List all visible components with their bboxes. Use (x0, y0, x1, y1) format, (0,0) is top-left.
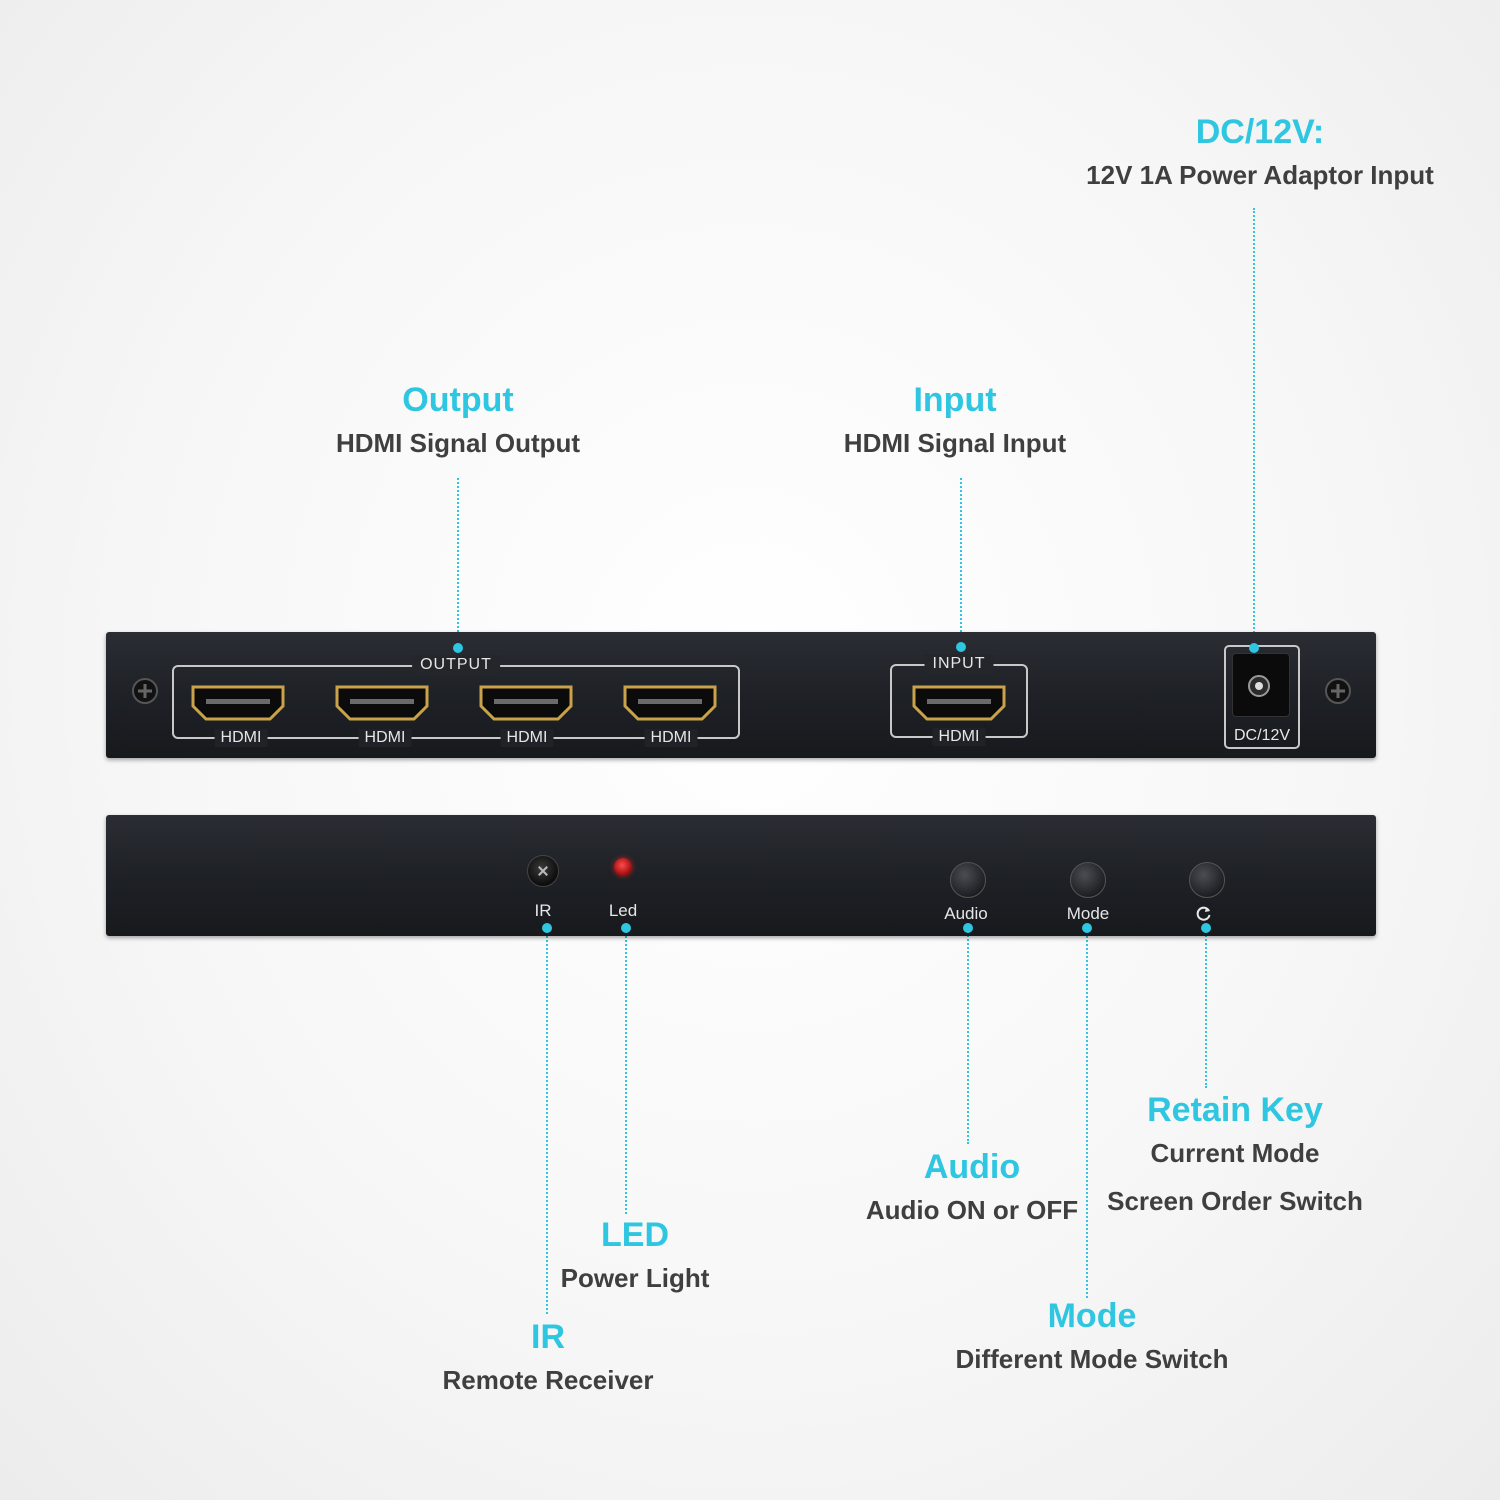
audio-leader-line (967, 928, 969, 1144)
hdmi-output-port-1[interactable] (190, 684, 286, 722)
hdmi-output-label-1: HDMI (214, 729, 268, 747)
ir-callout-desc: Remote Receiver (442, 1365, 654, 1395)
led-callout-desc: Power Light (560, 1263, 710, 1293)
output-group-frame: OUTPUT (172, 655, 740, 739)
retain-key-callout-desc-2: Screen Order Switch (1107, 1186, 1363, 1216)
dc-callout-title: DC/12V: (1195, 113, 1325, 151)
led-callout: LED Power Light (561, 1215, 710, 1295)
hdmi-output-label-2: HDMI (358, 729, 412, 747)
retain-key-leader-line (1205, 928, 1207, 1088)
led-label: Led (608, 901, 638, 920)
hdmi-output-port-2[interactable] (334, 684, 430, 722)
dc-callout-desc: 12V 1A Power Adaptor Input (1086, 160, 1434, 190)
output-callout-title: Output (402, 381, 514, 419)
mode-button[interactable] (1070, 862, 1106, 898)
ir-label: IR (534, 901, 552, 920)
retain-key-callout-title: Retain Key (1147, 1091, 1323, 1129)
front-panel (106, 815, 1376, 936)
input-group-title: INPUT (924, 654, 994, 674)
retain-key-callout: Retain Key Current Mode Screen Order Swi… (1107, 1090, 1363, 1218)
input-leader-line (960, 478, 962, 648)
ir-leader-dot (542, 923, 552, 933)
hdmi-input-port[interactable] (911, 684, 1007, 722)
audio-callout-title: Audio (923, 1148, 1021, 1186)
input-callout-title: Input (913, 381, 997, 419)
output-callout-desc: HDMI Signal Output (335, 428, 581, 458)
output-group-title: OUTPUT (412, 655, 500, 675)
audio-button-label: Audio (944, 904, 988, 923)
audio-button[interactable] (950, 862, 986, 898)
audio-callout: Audio Audio ON or OFF (866, 1147, 1078, 1227)
hdmi-output-port-4[interactable] (622, 684, 718, 722)
screw-icon (1325, 678, 1351, 704)
cycle-arrows-icon (1196, 906, 1211, 921)
mode-callout: Mode Different Mode Switch (955, 1296, 1228, 1376)
output-leader-line (457, 478, 459, 648)
hdmi-output-label-3: HDMI (500, 729, 554, 747)
dc-jack-label: DC/12V (1233, 727, 1291, 744)
dc-jack-frame (1224, 645, 1300, 749)
mode-leader-dot (1082, 923, 1092, 933)
mode-callout-desc: Different Mode Switch (955, 1344, 1229, 1374)
dc-leader-dot (1249, 643, 1259, 653)
retain-key-callout-desc-1: Current Mode (1150, 1138, 1320, 1168)
dc-jack-pin-icon (1255, 682, 1263, 690)
input-callout-desc: HDMI Signal Input (843, 428, 1067, 458)
ir-sensor-icon (527, 855, 559, 887)
ir-leader-line (546, 928, 548, 1314)
hdmi-input-label: HDMI (932, 728, 986, 746)
output-leader-dot (453, 643, 463, 653)
led-leader-line (625, 928, 627, 1214)
input-leader-dot (956, 642, 966, 652)
ir-callout: IR Remote Receiver (443, 1317, 654, 1397)
audio-leader-dot (963, 923, 973, 933)
led-leader-dot (621, 923, 631, 933)
dc-callout: DC/12V: 12V 1A Power Adaptor Input (1086, 112, 1434, 192)
output-callout: Output HDMI Signal Output (336, 380, 580, 460)
retain-key-leader-dot (1201, 923, 1211, 933)
retain-key-button[interactable] (1189, 862, 1225, 898)
dc-leader-line (1253, 208, 1255, 648)
screw-icon (132, 678, 158, 704)
hdmi-output-label-4: HDMI (644, 729, 698, 747)
mode-button-label: Mode (1066, 904, 1110, 923)
audio-callout-desc: Audio ON or OFF (865, 1195, 1079, 1225)
hdmi-output-port-3[interactable] (478, 684, 574, 722)
input-callout: Input HDMI Signal Input (844, 380, 1066, 460)
ir-callout-title: IR (531, 1318, 565, 1356)
mode-callout-title: Mode (1047, 1297, 1137, 1335)
led-callout-title: LED (601, 1216, 669, 1254)
power-led-icon (614, 858, 632, 876)
mode-leader-line (1086, 928, 1088, 1298)
